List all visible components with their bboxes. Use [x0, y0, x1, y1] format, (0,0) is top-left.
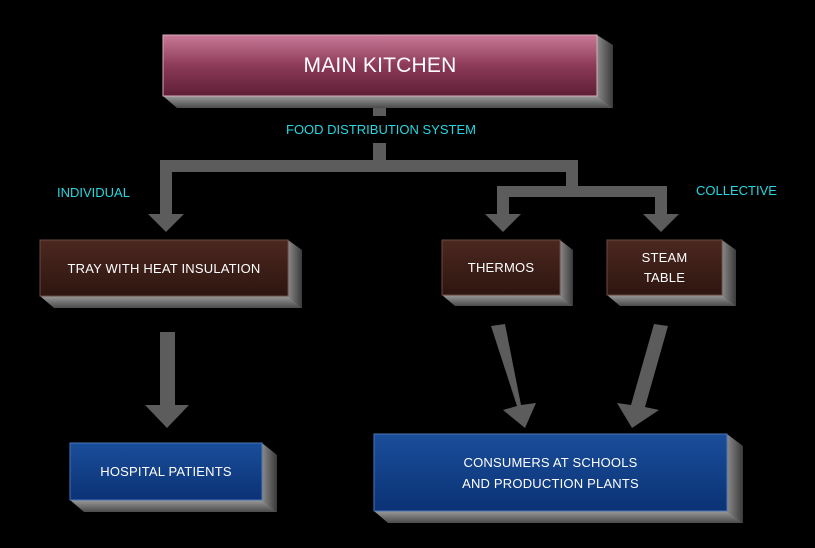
tray-label: TRAY WITH HEAT INSULATION — [67, 260, 261, 276]
arrow-to-tray — [148, 172, 184, 232]
arrow-steam-to-schools — [617, 324, 668, 428]
collective-bar — [497, 186, 667, 197]
individual-label: INDIVIDUAL — [57, 185, 130, 200]
main-kitchen-label: MAIN KITCHEN — [303, 53, 457, 77]
steam-table-box — [606, 239, 736, 306]
connector-arrows — [145, 98, 679, 428]
trunk-lower — [373, 143, 386, 165]
arrow-thermos-to-schools — [491, 324, 536, 428]
thermos-label: THERMOS — [467, 260, 535, 275]
steam-table-label: STEAM TABLE — [641, 249, 688, 285]
hospital-box — [69, 442, 277, 512]
hospital-patients-label: HOSPITAL PATIENTS — [100, 464, 232, 479]
tray-box — [39, 239, 302, 308]
main-kitchen-box — [162, 34, 613, 108]
arrow-to-thermos — [485, 197, 521, 232]
arrow-tray-to-hospital — [145, 332, 189, 428]
arrow-to-steam-table — [643, 197, 679, 232]
collective-stem — [566, 172, 578, 190]
schools-consumers-label: CONSUMERS AT SCHOOLS AND PRODUCTION PLAN… — [462, 454, 639, 491]
schools-box — [373, 433, 743, 523]
horizontal-bar — [160, 160, 578, 172]
food-distribution-system-label: FOOD DISTRIBUTION SYSTEM — [286, 122, 476, 137]
thermos-box — [441, 239, 573, 306]
collective-label: COLLECTIVE — [696, 183, 777, 198]
